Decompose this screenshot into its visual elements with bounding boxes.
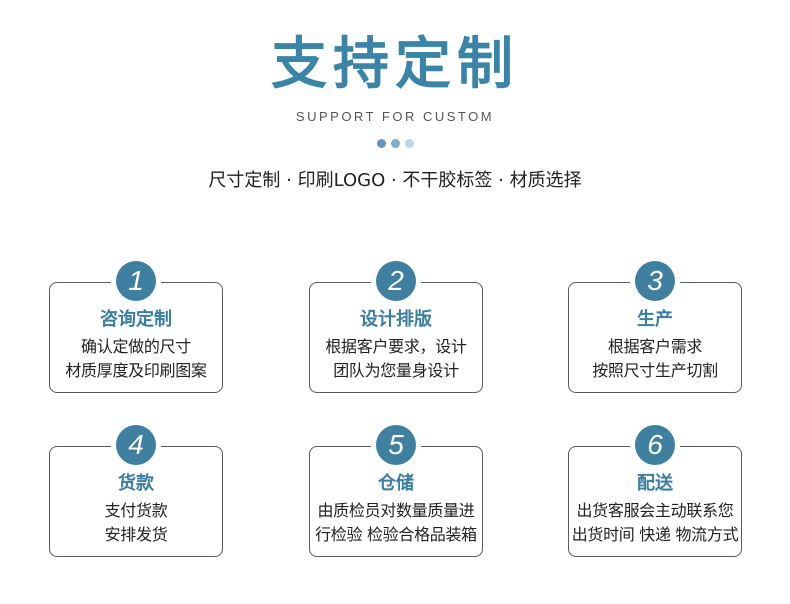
step-desc-line-2: 行检验 检验合格品装箱	[315, 525, 477, 544]
step-desc-line-2: 团队为您量身设计	[333, 361, 459, 380]
step-desc-line-2: 按照尺寸生产切割	[592, 361, 718, 380]
step-number-badge: 3	[635, 261, 675, 301]
step-desc-line-2: 材质厚度及印刷图案	[65, 361, 207, 380]
step-number-badge: 5	[376, 425, 416, 465]
dot-1	[377, 139, 386, 148]
step-card-6: 6 配送 出货客服会主动联系您 出货时间 快递 物流方式	[568, 425, 742, 557]
step-card-3: 3 生产 根据客户需求 按照尺寸生产切割	[568, 261, 742, 393]
step-desc-line-1: 出货客服会主动联系您	[576, 501, 734, 520]
step-title: 咨询定制	[100, 309, 172, 330]
dot-2	[391, 139, 400, 148]
step-title: 设计排版	[360, 309, 432, 330]
step-card-2: 2 设计排版 根据客户要求，设计 团队为您量身设计	[309, 261, 483, 393]
step-desc-line-1: 根据客户需求	[607, 337, 703, 356]
features-line: 尺寸定制 · 印刷LOGO · 不干胶标签 · 材质选择	[208, 170, 582, 191]
step-desc-line-1: 支付货款	[104, 501, 168, 520]
step-title: 货款	[118, 473, 154, 494]
step-title: 配送	[637, 473, 673, 494]
step-desc-line-1: 根据客户要求，设计	[325, 337, 467, 356]
step-desc-line-1: 确认定做的尺寸	[81, 337, 191, 356]
step-number-badge: 1	[116, 261, 156, 301]
step-title: 仓储	[378, 473, 414, 494]
page-subtitle: SUPPORT FOR CUSTOM	[295, 109, 495, 124]
step-desc-line-2: 安排发货	[104, 525, 168, 544]
step-card-4: 4 货款 支付货款 安排发货	[49, 425, 223, 557]
step-title: 生产	[637, 309, 673, 330]
dot-3	[405, 139, 414, 148]
step-desc-line-2: 出货时间 快递 物流方式	[571, 525, 739, 544]
step-desc-line-1: 由质检员对数量质量进	[317, 501, 475, 520]
decorative-dots	[377, 139, 414, 148]
page-title: 支持定制	[271, 32, 519, 97]
step-number-badge: 2	[376, 261, 416, 301]
step-number-badge: 4	[116, 425, 156, 465]
step-card-1: 1 咨询定制 确认定做的尺寸 材质厚度及印刷图案	[49, 261, 223, 393]
step-card-5: 5 仓储 由质检员对数量质量进 行检验 检验合格品装箱	[309, 425, 483, 557]
step-number-badge: 6	[635, 425, 675, 465]
